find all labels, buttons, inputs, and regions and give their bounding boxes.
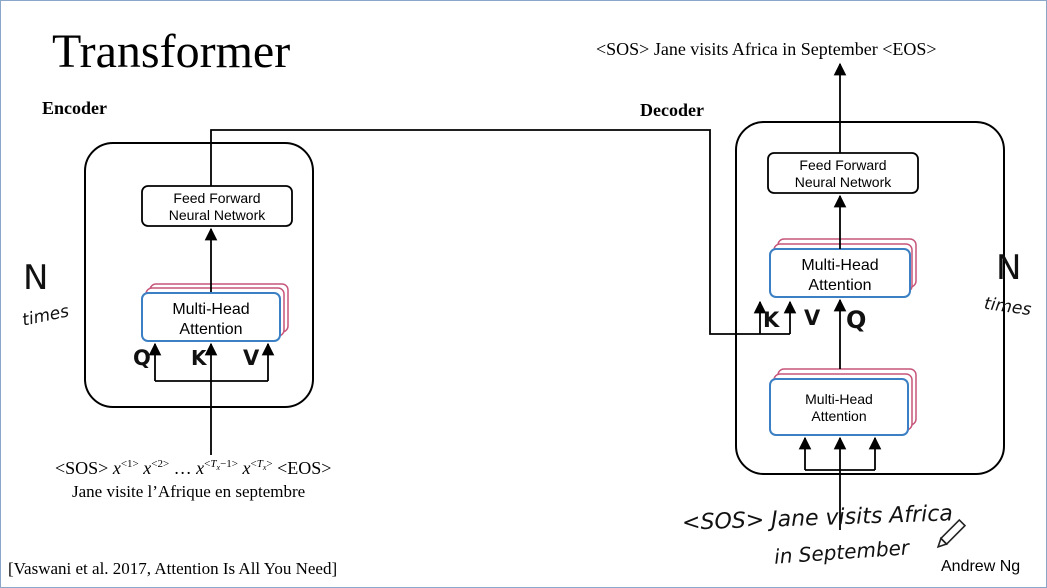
encoder-q-label: Q [133, 346, 151, 370]
encoder-input-sos: <SOS> [55, 458, 109, 478]
decoder-v-label: V [804, 306, 821, 330]
decoder-output-sequence: <SOS> Jane visits Africa in September <E… [596, 39, 937, 59]
encoder-ffn-box [141, 185, 293, 227]
encoder-block [84, 142, 314, 408]
decoder-mha-bottom-line2: Attention [811, 408, 866, 424]
decoder-mha-top-line2: Attention [808, 277, 871, 294]
decoder-ffn-box [767, 152, 919, 194]
decoder-n-label: N [996, 248, 1022, 288]
encoder-v-label: V [243, 346, 260, 370]
encoder-input-sequence: <SOS> x<1> x<2> … x<Tx−1> x<Tx> <EOS> [55, 458, 332, 478]
decoder-block [735, 121, 1005, 475]
encoder-ffn-line2: Neural Network [169, 207, 266, 223]
slide-title: Transformer [52, 25, 291, 78]
citation: [Vaswani et al. 2017, Attention Is All Y… [8, 559, 338, 578]
decoder-ffn-line1: Feed Forward [799, 157, 886, 173]
decoder-mha-bottom-box [769, 378, 909, 436]
encoder-input-sentence: Jane visite l’Afrique en septembre [72, 482, 306, 501]
encoder-mha-box [141, 292, 281, 342]
encoder-k-label: K [191, 346, 207, 370]
decoder-mha-bottom-line1: Multi-Head [805, 391, 873, 407]
encoder-ffn-line1: Feed Forward [173, 190, 260, 206]
author-name: Andrew Ng [941, 558, 1021, 575]
decoder-mha-top-line1: Multi-Head [801, 257, 878, 274]
encoder-label: Encoder [42, 98, 107, 118]
encoder-mha-line2: Attention [179, 321, 242, 338]
decoder-k-label: K [763, 308, 780, 332]
decoder-label: Decoder [640, 100, 704, 120]
decoder-ffn-line2: Neural Network [795, 174, 892, 190]
encoder-n-label: N [23, 258, 49, 298]
encoder-mha-line1: Multi-Head [172, 301, 249, 318]
decoder-q-label: Q [846, 306, 867, 334]
